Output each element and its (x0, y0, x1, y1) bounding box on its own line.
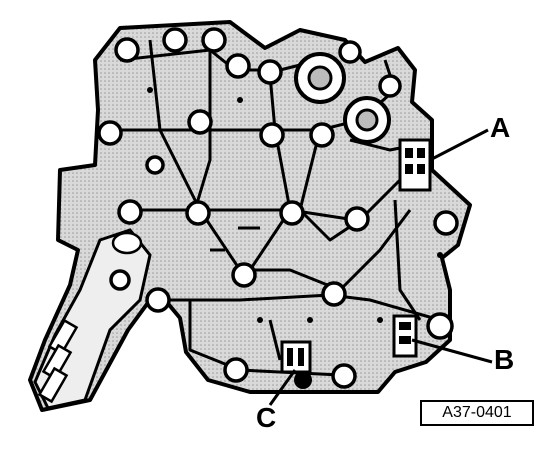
callout-a: A (490, 112, 511, 143)
bolt-hole-icon (109, 269, 131, 291)
arm-slots (37, 231, 143, 404)
wiring-connector-icon (398, 128, 489, 192)
figure-reference: A37-0401 (420, 400, 534, 426)
bolt-hole-icon (185, 200, 211, 226)
bolt-hole-icon (338, 40, 362, 64)
small-ports (147, 87, 443, 323)
bolt-hole-icon (223, 357, 249, 383)
bolt-hole-icon (344, 206, 370, 232)
callout-b: B (494, 344, 515, 375)
solenoid-valve-icon (268, 340, 312, 406)
bolt-holes (97, 27, 459, 389)
bolt-hole-icon (321, 281, 347, 307)
accumulator (343, 96, 391, 144)
bolt-hole-icon (309, 122, 335, 148)
bolt-hole-icon (225, 53, 251, 79)
bolt-hole-icon (426, 312, 454, 340)
bolt-hole-icon (201, 27, 227, 53)
bolt-hole-icon (433, 210, 459, 236)
bolt-hole-icon (162, 27, 188, 53)
bolt-hole-icon (331, 363, 357, 389)
bolt-hole-icon (257, 59, 283, 85)
callout-c: C (256, 402, 277, 433)
bolt-hole-icon (187, 109, 213, 135)
bolt-hole-icon (97, 120, 123, 146)
bolt-hole-icon (145, 287, 171, 313)
bolt-hole-icon (231, 262, 257, 288)
bolt-hole-icon (114, 37, 140, 63)
pressure-regulator (294, 52, 346, 104)
bolt-hole-icon (117, 199, 143, 225)
bolt-hole-icon (378, 74, 402, 98)
solenoid-valve-icon (392, 314, 493, 364)
bolt-hole-icon (145, 155, 165, 175)
bolt-hole-icon (279, 200, 305, 226)
bolt-hole-icon (259, 122, 285, 148)
